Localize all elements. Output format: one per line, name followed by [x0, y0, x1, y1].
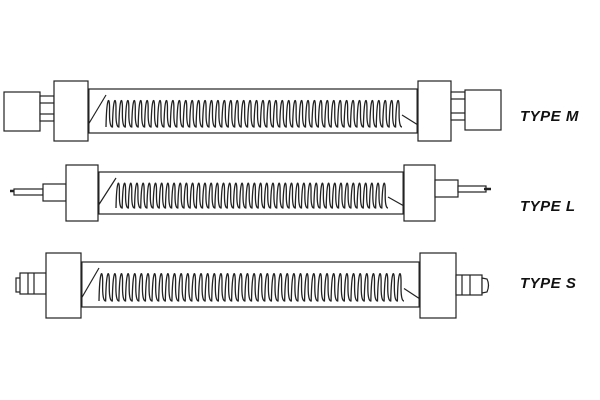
terminal-cap	[3, 91, 41, 132]
heating-coil	[115, 182, 389, 209]
terminal-cap	[464, 89, 502, 131]
lead-wire-right	[403, 287, 421, 300]
lead-wire-left	[87, 94, 107, 126]
heating-coil	[98, 273, 405, 302]
end-cap	[53, 80, 89, 142]
ceramic-bush	[434, 179, 459, 198]
heater-type-m	[3, 80, 502, 142]
end-cap	[65, 164, 99, 222]
wire-insulation	[457, 185, 487, 193]
end-cap	[417, 80, 452, 142]
heating-coil	[105, 99, 403, 128]
heater-type-l	[10, 164, 491, 222]
connector	[39, 95, 55, 122]
ceramic-bush	[42, 183, 67, 202]
nut	[455, 274, 483, 296]
end-cap	[45, 252, 82, 319]
screw-tip	[481, 277, 490, 294]
connector	[450, 91, 466, 121]
type-m-label: TYPE M	[520, 108, 579, 125]
lead-wire-right	[387, 196, 405, 207]
wire-insulation	[13, 188, 44, 196]
end-cap	[403, 164, 436, 222]
heater-type-s	[15, 252, 490, 319]
type-l-label: TYPE L	[520, 198, 576, 215]
lead-wire-right	[401, 114, 419, 126]
lead-wire-left	[80, 267, 100, 300]
nut	[19, 272, 47, 295]
type-s-label: TYPE S	[520, 275, 577, 292]
end-cap	[419, 252, 457, 319]
lead-wire-left	[97, 177, 117, 207]
